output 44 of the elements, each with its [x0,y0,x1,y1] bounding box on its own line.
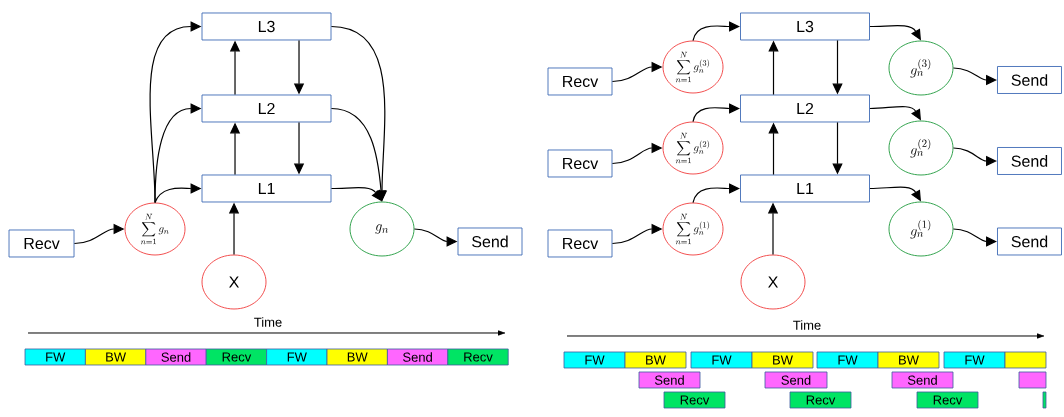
send-box: Send [997,227,1062,256]
timeline-block: BW [751,351,814,369]
layer-box: L2 [740,94,870,123]
timeline-block: FW [690,351,753,369]
arrow [692,183,740,204]
send-box: Send [457,227,523,256]
timeline-block: FW [816,351,879,369]
recv-box: Recv [547,149,613,178]
timeline-block: Send [387,348,449,366]
timeline-block: Recv [205,348,267,366]
timeline-block: BW [85,348,147,366]
arrow [692,103,740,123]
timeline-block: Send [764,371,828,389]
layer-box: L3 [740,12,870,41]
layer-box: L2 [201,94,332,123]
timeline-block: FW [266,348,328,366]
timeline-block: Recv [916,391,979,409]
send-box: Send [997,66,1062,94]
recv-box: Recv [547,229,613,258]
axis-label: Time [254,317,282,327]
timeline-block [1004,351,1047,369]
timeline-block: Send [638,371,701,389]
timeline-block: Send [145,348,207,366]
recv-box: Recv [547,67,613,96]
layer-box: L1 [201,174,332,203]
axis-label: Time [793,320,821,330]
arrow [952,228,997,247]
timeline-block [1042,391,1047,409]
timeline-block: Send [891,371,954,389]
timeline-block: BW [326,348,388,366]
timeline-block [1018,371,1047,389]
timeline-block: Recv [447,348,509,366]
timeline-block: FW [24,348,86,366]
timeline-block: BW [624,351,687,369]
timeline-block: Recv [663,391,726,409]
timeline-block: BW [877,351,940,369]
timeline-block: Recv [789,391,852,409]
layer-box: L3 [201,12,332,41]
arrow [692,21,740,42]
layer-box: L1 [740,174,870,203]
timeline-block: FW [563,351,626,369]
send-box: Send [997,147,1062,175]
recv-box: Recv [8,229,75,258]
timeline-block: FW [943,351,1006,369]
